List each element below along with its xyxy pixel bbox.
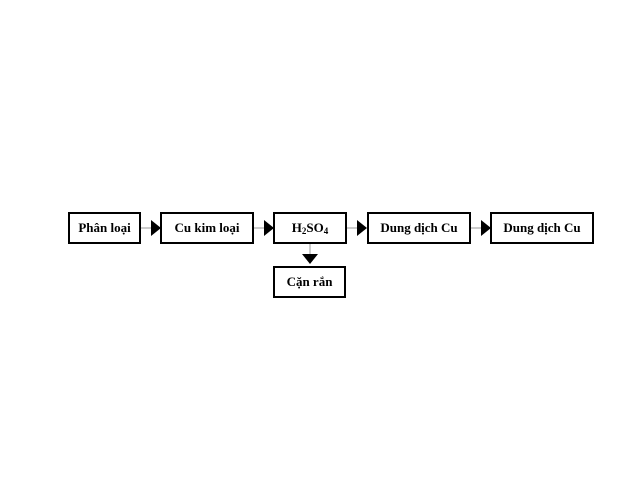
step-dung-dich-cu-2: Dung dịch Cu — [490, 212, 594, 244]
formula-h-subscript: 2 — [301, 226, 307, 236]
step-label: Phân loại — [78, 220, 131, 235]
formula-h: H — [291, 220, 302, 235]
step-label: Cặn rắn — [286, 274, 333, 289]
arrow-head — [151, 220, 161, 236]
step-dung-dich-cu-1: Dung dịch Cu — [367, 212, 471, 244]
formula-so: SO — [306, 220, 324, 235]
step-cu-kim-loai: Cu kim loại — [160, 212, 254, 244]
step-h2so4: H2SO4 — [273, 212, 347, 244]
arrow-head — [357, 220, 367, 236]
step-label: Dung dịch Cu — [380, 220, 458, 235]
arrow-head — [481, 220, 491, 236]
step-label: H2SO4 — [292, 220, 328, 236]
arrow-head — [302, 254, 318, 264]
step-phan-loai: Phân loại — [68, 212, 141, 244]
step-label: Cu kim loại — [174, 220, 240, 235]
step-label: Dung dịch Cu — [503, 220, 581, 235]
formula-so-subscript: 4 — [323, 226, 329, 236]
step-can-ran: Cặn rắn — [273, 266, 346, 298]
arrow-head — [264, 220, 274, 236]
